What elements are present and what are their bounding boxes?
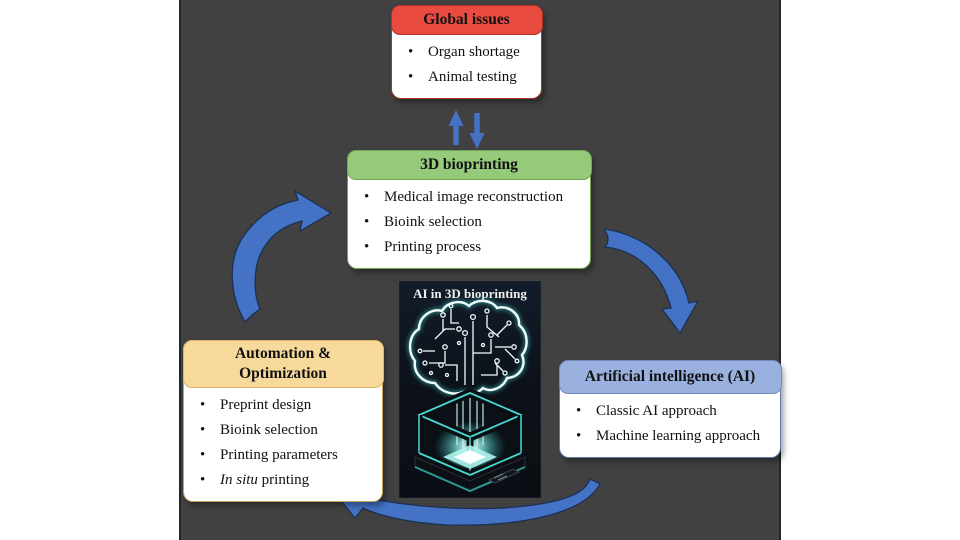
automation-body: Preprint design Bioink selection Printin…	[184, 388, 382, 501]
arrow-down-icon	[469, 113, 485, 149]
in-situ-rest: printing	[257, 471, 310, 488]
box-artificial-intelligence: Artificial intelligence (AI) Classic AI …	[558, 359, 782, 458]
center-image: AI in 3D bioprinting	[399, 281, 541, 498]
printer-control-panel	[487, 468, 521, 484]
bullet-item: Bioink selection	[194, 418, 374, 443]
ai-header: Artificial intelligence (AI)	[558, 359, 782, 394]
diagram-panel: Global issues Organ shortage Animal test…	[179, 0, 782, 540]
bioprinting-header: 3D bioprinting	[346, 149, 592, 180]
bioprinting-body: Medical image reconstruction Bioink sele…	[348, 180, 590, 268]
in-situ-italic: In situ	[220, 471, 258, 488]
bullet-item: Preprint design	[194, 393, 374, 418]
bullet-item: In situ printing	[194, 468, 374, 493]
ai-body: Classic AI approach Machine learning app…	[560, 394, 780, 457]
box-automation-optimization: Automation & Optimization Preprint desig…	[182, 339, 384, 502]
box-3d-bioprinting: 3D bioprinting Medical image reconstruct…	[346, 149, 592, 269]
bullet-item: Bioink selection	[358, 210, 582, 235]
cycle-arrow-left	[231, 189, 333, 324]
automation-header-line2: Optimization	[239, 364, 327, 382]
printer-icon	[414, 388, 526, 493]
cycle-arrow-right	[602, 228, 700, 335]
global-issues-body: Organ shortage Animal testing	[392, 35, 541, 98]
bullet-list: Medical image reconstruction Bioink sele…	[358, 185, 582, 260]
automation-header: Automation & Optimization	[182, 339, 384, 388]
bullet-item: Organ shortage	[402, 40, 533, 65]
box-global-issues: Global issues Organ shortage Animal test…	[390, 4, 543, 99]
bullet-item: Classic AI approach	[570, 399, 772, 424]
center-image-title: AI in 3D bioprinting	[413, 286, 527, 301]
bullet-list: Classic AI approach Machine learning app…	[570, 399, 772, 449]
bullet-item: Animal testing	[402, 65, 533, 90]
global-issues-header: Global issues	[390, 4, 543, 35]
bullet-item: Printing parameters	[194, 443, 374, 468]
automation-header-line1: Automation &	[234, 344, 331, 362]
bullet-item: Medical image reconstruction	[358, 185, 582, 210]
bullet-list: Organ shortage Animal testing	[402, 40, 533, 90]
bullet-item: Machine learning approach	[570, 424, 772, 449]
arrow-up-icon	[448, 110, 464, 145]
bullet-item: Printing process	[358, 235, 582, 260]
bullet-list: Preprint design Bioink selection Printin…	[194, 393, 374, 493]
